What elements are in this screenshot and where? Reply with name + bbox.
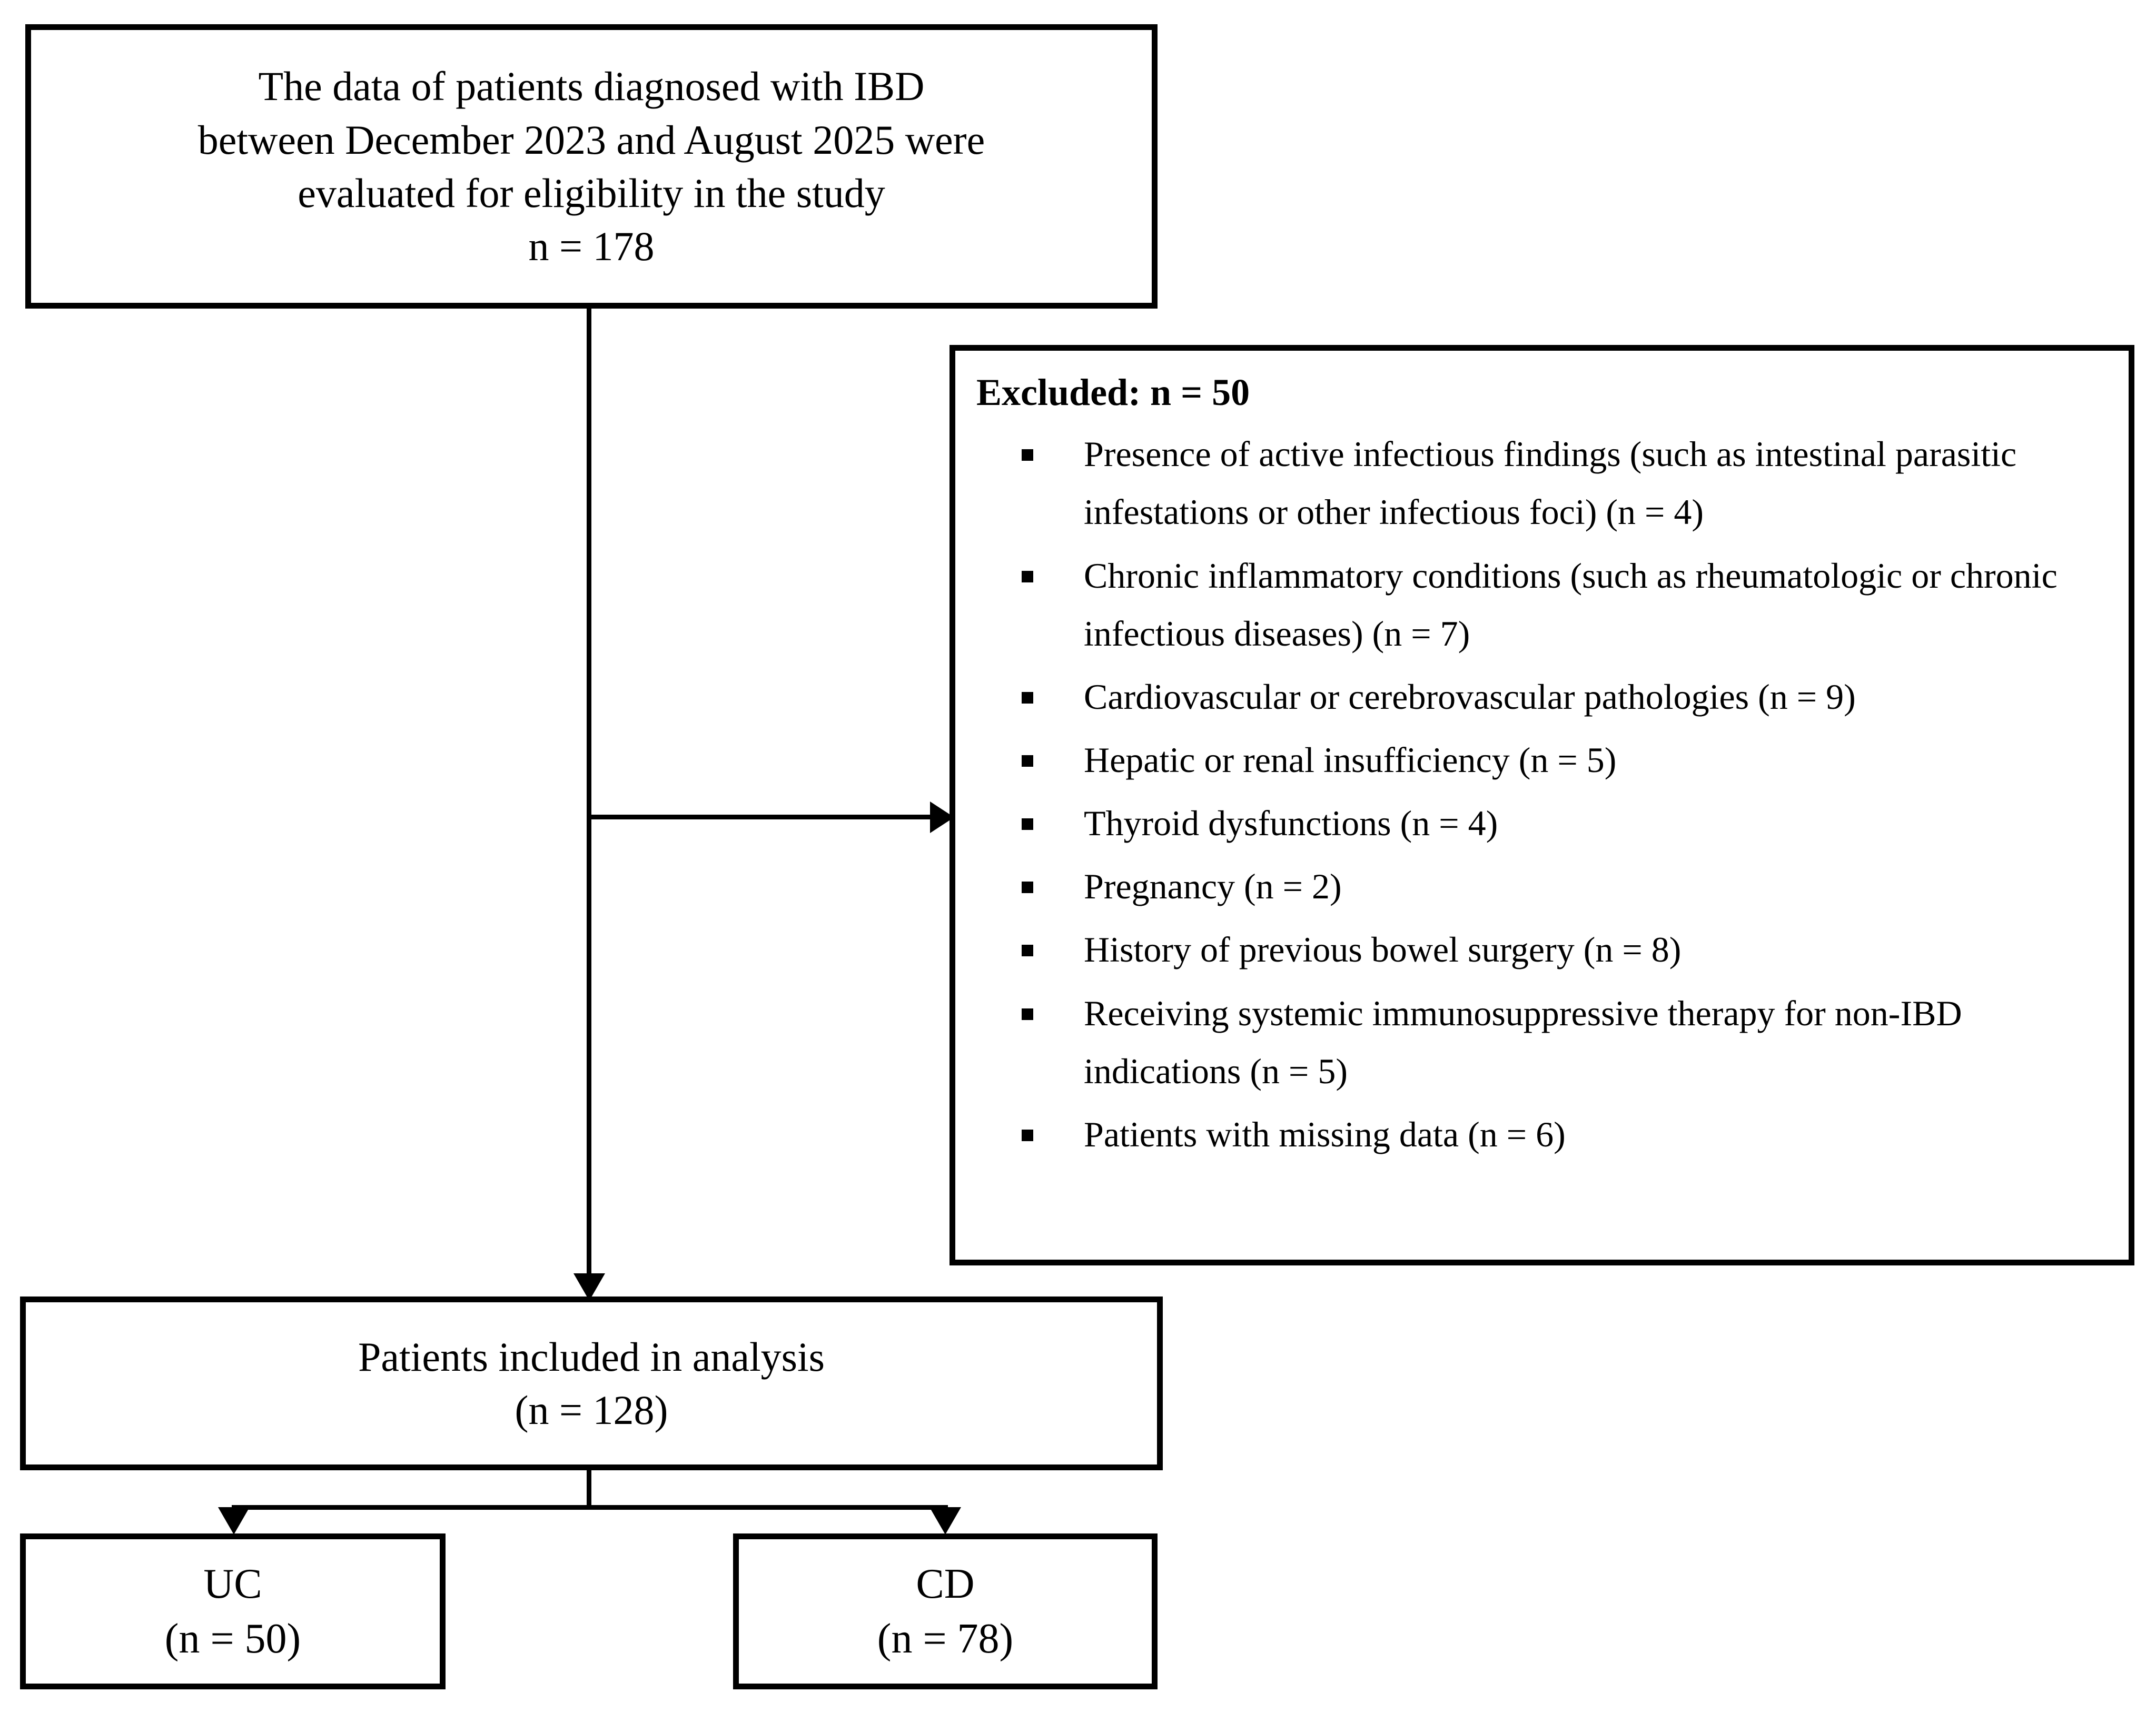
list-item: Patients with missing data (n = 6) bbox=[973, 1105, 2108, 1163]
cd-group-box: CD (n = 78) bbox=[733, 1533, 1158, 1689]
list-item: Chronic inflammatory conditions (such as… bbox=[973, 547, 2108, 662]
list-item: Thyroid dysfunctions (n = 4) bbox=[973, 794, 2108, 852]
bullet-square-icon bbox=[1022, 818, 1033, 830]
bullet-square-icon bbox=[1022, 882, 1033, 894]
included-box-text: Patients included in analysis (n = 128) bbox=[358, 1333, 825, 1433]
list-item-label: Receiving systemic immunosuppressive the… bbox=[1084, 993, 1962, 1091]
included-box: Patients included in analysis (n = 128) bbox=[20, 1297, 1163, 1470]
excluded-branch-line bbox=[587, 815, 955, 819]
bullet-square-icon bbox=[1022, 449, 1033, 461]
split-horizontal-line bbox=[232, 1505, 948, 1510]
arrow-down-icon bbox=[573, 1273, 605, 1301]
bullet-square-icon bbox=[1022, 755, 1033, 767]
list-item-label: Chronic inflammatory conditions (such as… bbox=[1084, 555, 2058, 654]
split-stem-line bbox=[587, 1470, 591, 1508]
list-item-label: Thyroid dysfunctions (n = 4) bbox=[1084, 803, 1498, 844]
enrollment-box-text: The data of patients diagnosed with IBD … bbox=[197, 63, 985, 270]
uc-group-box-text: UC (n = 50) bbox=[164, 1561, 301, 1662]
list-item-label: Hepatic or renal insufficiency (n = 5) bbox=[1084, 739, 1617, 780]
list-item-label: Pregnancy (n = 2) bbox=[1084, 866, 1342, 907]
list-item-label: Cardiovascular or cerebrovascular pathol… bbox=[1084, 676, 1856, 717]
excluded-box: Excluded: n = 50 Presence of active infe… bbox=[950, 345, 2134, 1265]
bullet-square-icon bbox=[1022, 691, 1033, 704]
arrow-down-icon bbox=[929, 1507, 961, 1535]
excluded-reasons-list: Presence of active infectious findings (… bbox=[973, 425, 2108, 1163]
bullet-square-icon bbox=[1022, 1008, 1033, 1020]
list-item-label: Patients with missing data (n = 6) bbox=[1084, 1114, 1566, 1154]
list-item-label: History of previous bowel surgery (n = 8… bbox=[1084, 929, 1682, 970]
cd-group-box-text: CD (n = 78) bbox=[877, 1561, 1014, 1662]
arrow-down-icon bbox=[218, 1507, 250, 1535]
list-item: Hepatic or renal insufficiency (n = 5) bbox=[973, 731, 2108, 789]
bullet-square-icon bbox=[1022, 1129, 1033, 1141]
list-item: History of previous bowel surgery (n = 8… bbox=[973, 921, 2108, 978]
main-trunk-line bbox=[587, 309, 591, 1299]
bullet-square-icon bbox=[1022, 945, 1033, 957]
list-item: Cardiovascular or cerebrovascular pathol… bbox=[973, 668, 2108, 726]
uc-group-box: UC (n = 50) bbox=[20, 1533, 446, 1689]
enrollment-box: The data of patients diagnosed with IBD … bbox=[25, 24, 1158, 309]
excluded-box-heading: Excluded: n = 50 bbox=[976, 371, 1250, 413]
list-item: Presence of active infectious findings (… bbox=[973, 425, 2108, 541]
list-item: Receiving systemic immunosuppressive the… bbox=[973, 984, 2108, 1100]
bullet-square-icon bbox=[1022, 570, 1033, 582]
list-item: Pregnancy (n = 2) bbox=[973, 857, 2108, 915]
list-item-label: Presence of active infectious findings (… bbox=[1084, 434, 2017, 532]
